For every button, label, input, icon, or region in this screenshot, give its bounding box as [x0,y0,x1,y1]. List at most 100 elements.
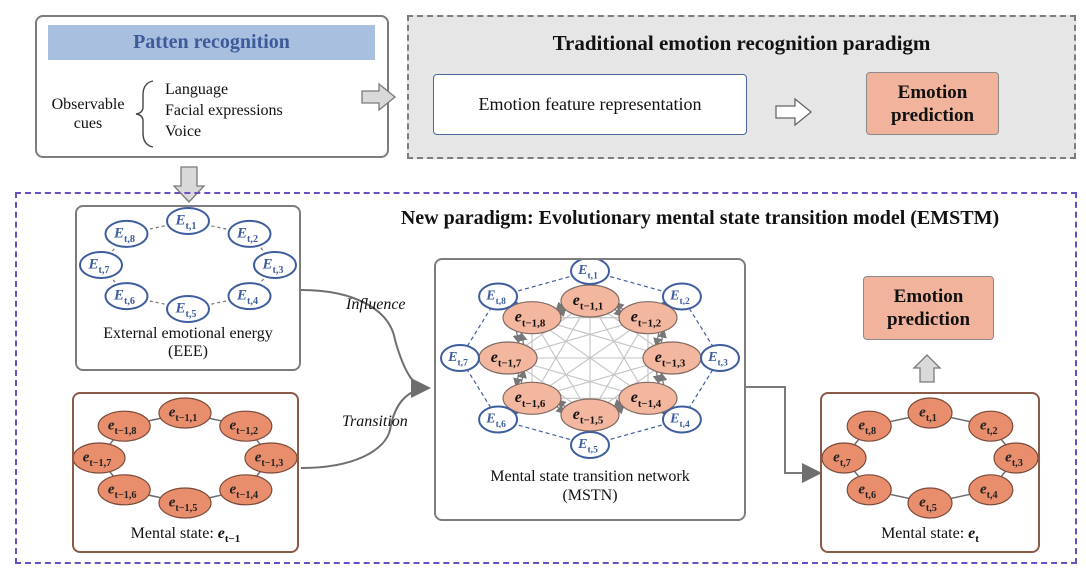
prev-state-symbol: e [217,525,225,542]
mstn-transition-arrow [512,329,522,344]
prev-state-node-label: et−1,4 [230,481,259,501]
mstn-mesh-link [531,317,649,399]
curr-state-node [907,397,953,429]
mstn-inner-node-label: et−1,7 [491,349,522,370]
mstn-outer-node-label: Et,3 [707,350,728,368]
cues-label-line2: cues [73,115,103,132]
curr-state-label: Mental state: et [822,525,1038,545]
mstn-inner-node [502,301,562,335]
mstn-outer-node-label: Et,4 [669,412,690,430]
eee-link [126,295,189,310]
cue-item: Language [165,81,229,98]
mstn-inner-node [502,381,562,415]
prev-state-node [97,474,151,506]
mstn-outer-node-label: Et,5 [577,437,598,455]
eee-node [79,251,123,279]
mstn-inner-node-label: et−1,6 [515,389,546,410]
curr-state-node [968,410,1014,442]
mstn-inner-node-label: et−1,3 [655,349,686,370]
mstn-outer-link [459,296,499,359]
mstn-transition-arrow [652,370,662,385]
mstn-inner-node [618,301,678,335]
curr-state-node [822,442,867,474]
mstn-network: et−1,1et−1,2et−1,3et−1,4et−1,5et−1,6et−1… [440,260,740,459]
mstn-outer-node [478,405,519,434]
eee-label-line2: (EEE) [168,343,208,360]
prev-state-sub: t−1 [224,533,241,546]
curr-state-node-label: et,2 [980,418,998,438]
influence-curve [300,289,431,398]
cue-item: Voice [165,123,202,140]
mstn-inner-node [618,381,678,415]
prev-state-node-label: et−1,2 [230,418,259,438]
curr-state-symbol: e [968,525,976,542]
up-arrow-icon [912,354,942,383]
curr-state-node [993,442,1038,474]
right-arrow-icon [361,82,397,112]
mstn-outer-node [661,405,702,434]
pattern-recognition-title: Patten recognition [48,25,375,60]
prev-state-node-label: et−1,5 [169,495,198,515]
eee-node [166,295,210,323]
eee-node [253,251,297,279]
curr-state-node-label: et,4 [980,481,998,501]
mstn-outer-link [681,357,721,420]
transition-label: Transition [342,413,408,430]
mstn-outer-node [700,344,740,372]
mstn-outer-node [570,431,610,459]
prev-state-node-label: et−1,3 [255,450,284,470]
brace-icon [135,80,154,148]
mstn-transition-arrow [658,372,668,387]
curr-state-sub: t [975,533,979,546]
mstn-outer-node [661,282,702,311]
emotion-prediction-box: Emotion prediction [866,72,999,135]
eee-node-label: Et,7 [87,257,109,277]
eee-node [227,282,272,311]
prev-state-node-label: et−1,7 [83,450,112,470]
eee-link [187,295,250,310]
mstn-inner-node-label: et−1,1 [573,292,604,313]
prev-state-node [219,410,273,442]
mstn-outer-link [681,296,721,359]
prev-state-node-label: et−1,6 [108,481,137,501]
observable-cues-label: Observable cues [43,95,133,133]
curr-state-node-label: et,3 [1005,450,1023,470]
mstn-outer-node-label: Et,6 [485,412,506,430]
mstn-transition-arrow [657,328,667,343]
curr-state-node [846,410,892,442]
transition-curve [300,388,426,469]
hollow-arrow-icon [775,97,813,127]
new-paradigm-title: New paradigm: Evolutionary mental state … [400,207,1000,229]
prev-state-label-prefix: Mental state: [130,525,218,542]
cues-label-line1: Observable [51,96,125,113]
prediction-line1: Emotion [897,81,968,103]
curr-state-node-label: et,6 [858,481,876,501]
new-prediction-line2: prediction [886,309,971,330]
mstn-outer-node [440,344,480,372]
curr-state-node-label: et,7 [833,450,851,470]
mstn-to-state-arrow [744,386,822,483]
mstn-outer-node-label: Et,7 [447,350,468,368]
eee-node [227,219,272,248]
curr-state-node [846,474,892,506]
traditional-title: Traditional emotion recognition paradigm [552,30,931,55]
mstn-outer-node-label: Et,1 [577,263,598,281]
eee-link [126,220,189,235]
cues-list: Language Facial expressions Voice [165,79,283,142]
mstn-label: Mental state transition network (MSTN) [436,467,744,505]
eee-node-label: Et,4 [236,288,258,308]
prev-state-label: Mental state: et−1 [74,525,297,545]
curr-state-node-label: et,1 [919,405,937,425]
cue-item: Facial expressions [165,102,283,119]
mstn-inner-node-label: et−1,8 [515,308,546,329]
eee-node-label: Et,3 [261,257,283,277]
curr-state-node-label: et,8 [858,418,876,438]
emotion-feature-box: Emotion feature representation [433,74,747,135]
influence-label: Influence [346,296,406,313]
mstn-inner-node-label: et−1,4 [631,389,662,410]
